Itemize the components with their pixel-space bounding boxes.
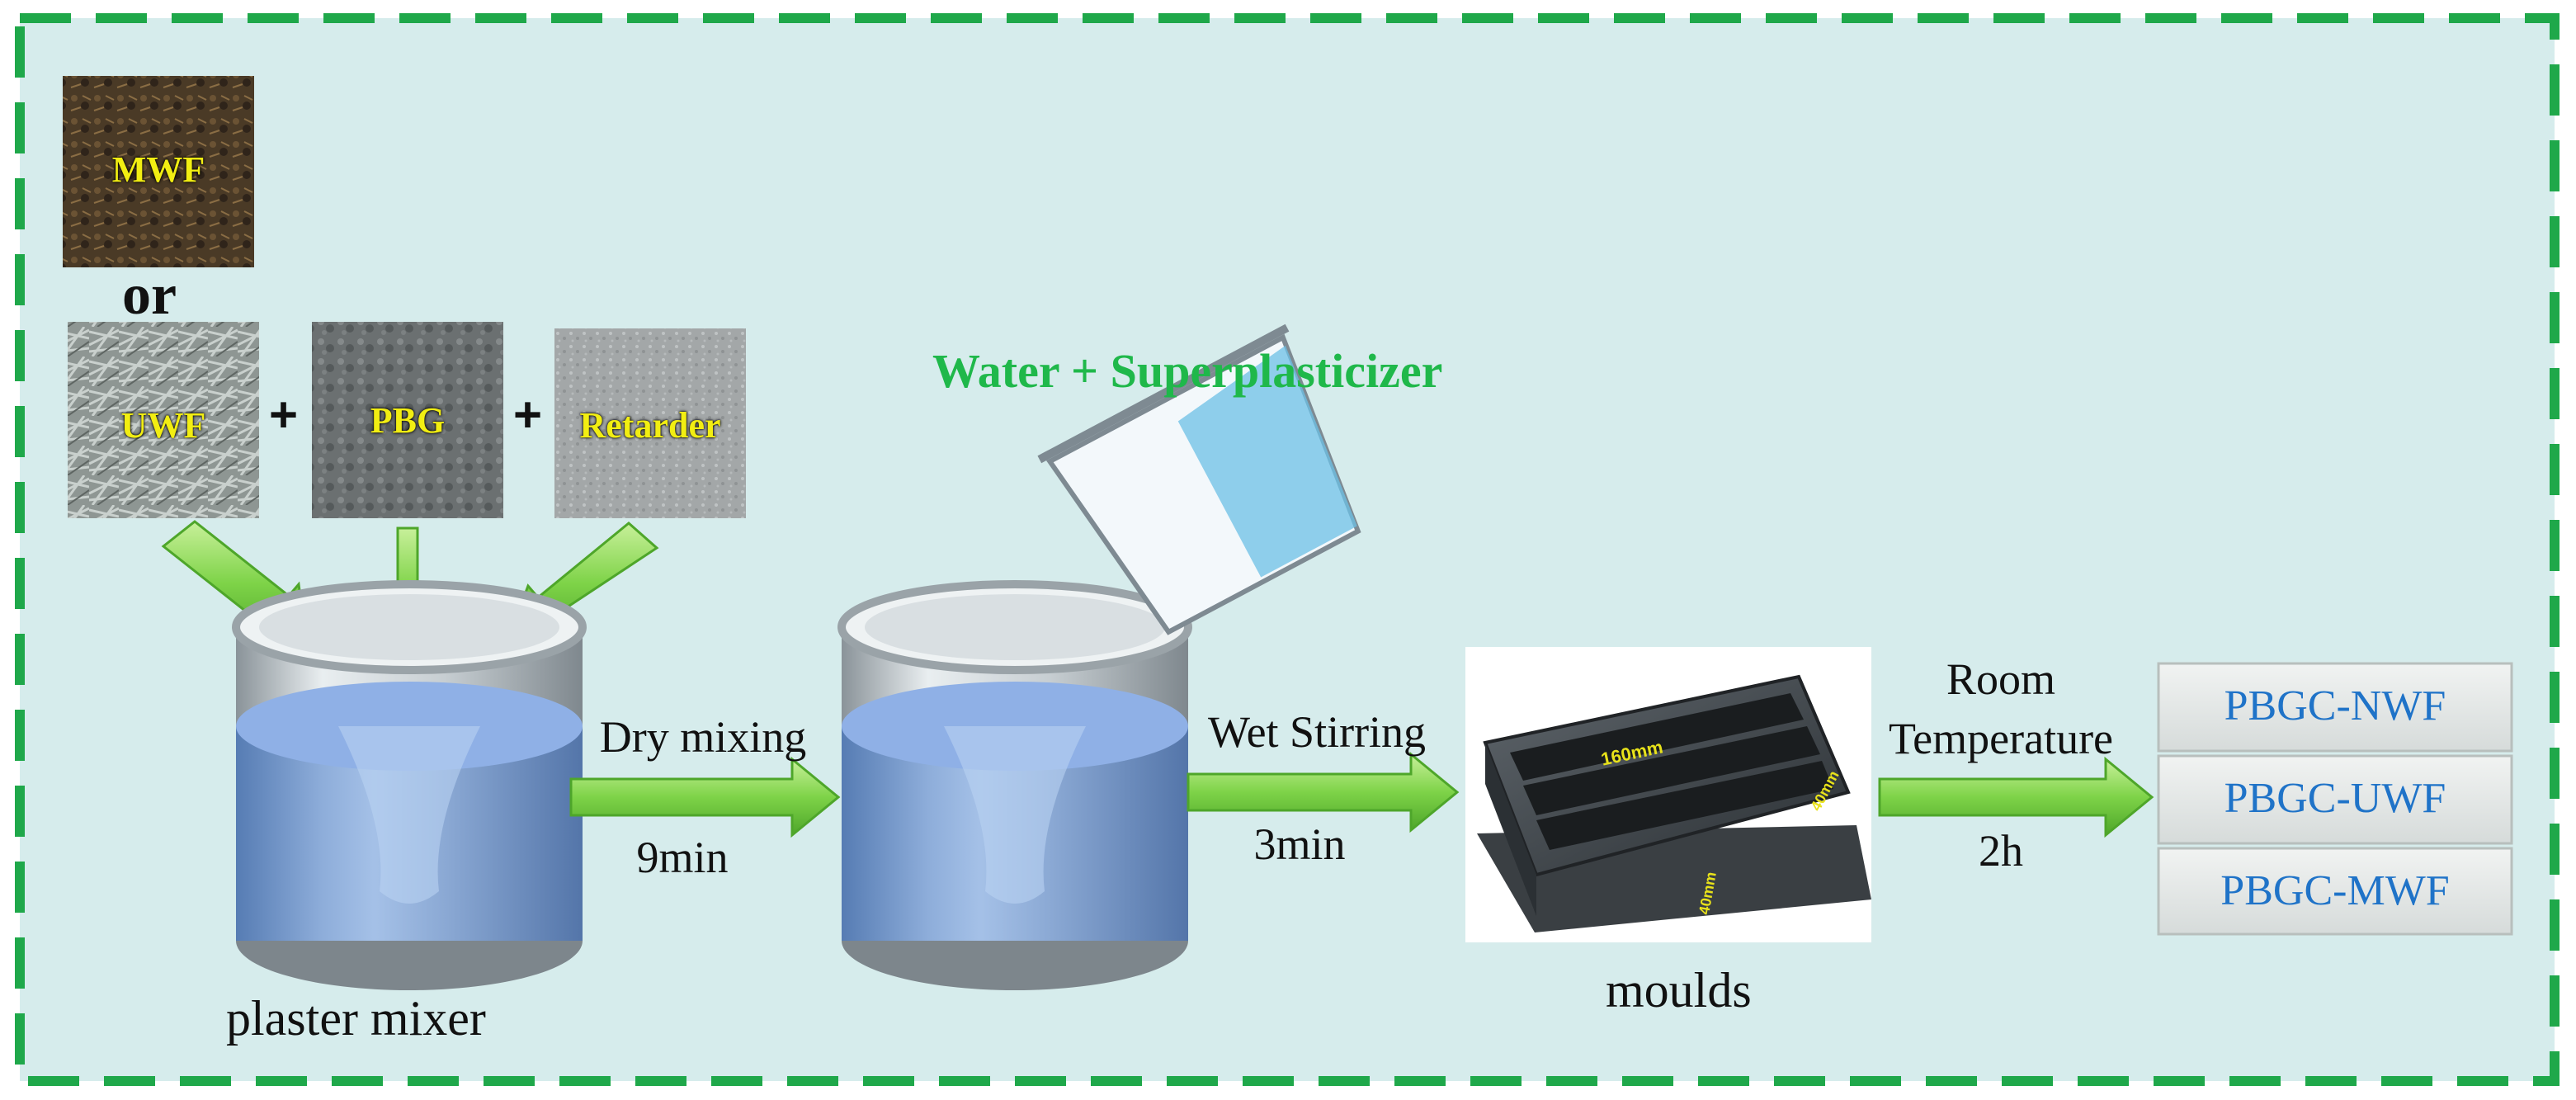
wet-stirring-label: Wet Stirring — [1207, 707, 1427, 757]
mwf-label: MWF — [111, 149, 205, 190]
specimen-label-nwf: PBGC-NWF — [2224, 682, 2446, 729]
pbg-label: PBG — [370, 400, 446, 441]
or-label: or — [122, 263, 177, 327]
retarder-label: Retarder — [579, 405, 721, 446]
plaster-mixer-graphic — [232, 580, 587, 990]
curing-label-line1: Room — [1946, 654, 2056, 704]
wet-mixer-graphic — [837, 580, 1192, 990]
dry-time-label: 9min — [636, 833, 729, 882]
beaker-icon — [1037, 323, 1361, 635]
uwf-label: UWF — [120, 405, 206, 446]
curing-arrow — [1878, 756, 2154, 838]
moulds-label: moulds — [1606, 963, 1752, 1017]
plaster-mixer-label: plaster mixer — [226, 991, 486, 1046]
curing-time-label: 2h — [1979, 826, 2023, 876]
uwf-swatch — [68, 322, 259, 518]
pbg-swatch — [312, 322, 503, 518]
dry-mixing-label: Dry mixing — [599, 712, 807, 762]
specimen-label-mwf: PBGC-MWF — [2220, 867, 2450, 914]
mould-graphic — [1465, 647, 1871, 942]
wet-time-label: 3min — [1253, 819, 1346, 869]
wet-stirring-arrow — [1187, 751, 1460, 833]
plus-sign-1: + — [269, 387, 299, 442]
curing-label-line2: Temperature — [1888, 714, 2114, 763]
dry-mixing-arrow — [569, 756, 841, 838]
retarder-swatch — [554, 328, 746, 518]
specimen-stack — [2157, 662, 2513, 936]
dashed-border — [15, 13, 2559, 1086]
specimen-label-uwf: PBGC-UWF — [2224, 775, 2446, 822]
mwf-swatch — [63, 76, 254, 267]
additive-label: Water + Superplasticizer — [932, 344, 1443, 398]
plus-sign-2: + — [513, 387, 543, 442]
